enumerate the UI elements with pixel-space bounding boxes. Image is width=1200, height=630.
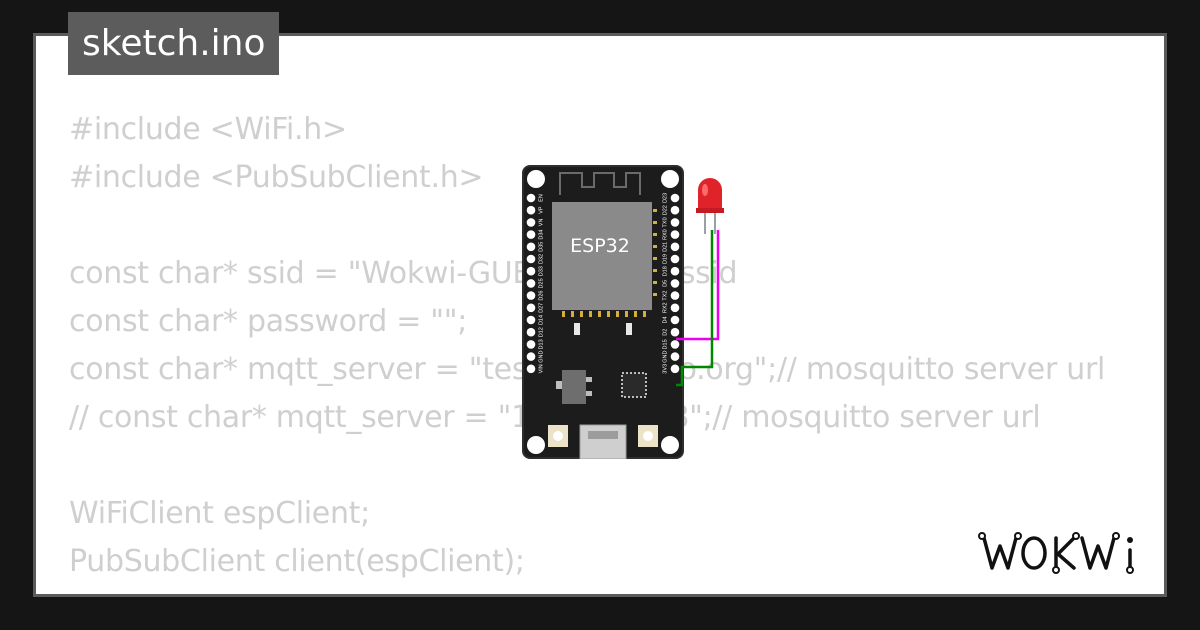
left-pin-hole[interactable]	[526, 230, 536, 239]
right-pin-label: D15	[663, 339, 669, 349]
right-pin-label: D22	[663, 205, 669, 215]
right-pin-hole[interactable]	[670, 315, 680, 325]
left-pin-hole[interactable]	[526, 364, 536, 374]
left-pin-label: EN	[539, 194, 545, 202]
left-pin-label: VIN	[539, 364, 545, 373]
left-pin-hole[interactable]	[526, 254, 536, 264]
right-pin-label: D23	[663, 193, 669, 203]
right-pin-hole[interactable]	[670, 242, 680, 252]
left-pin-hole[interactable]	[526, 266, 536, 276]
left-pin-hole[interactable]	[526, 303, 536, 313]
left-pin-label: D26	[539, 291, 545, 301]
file-tab-label: sketch.ino	[82, 23, 266, 64]
right-pin-hole[interactable]	[670, 230, 680, 239]
left-pin-hole[interactable]	[526, 279, 536, 288]
right-pin-hole[interactable]	[670, 279, 680, 288]
right-pin-label: D2	[663, 329, 669, 336]
left-pin-hole[interactable]	[526, 193, 536, 203]
right-pin-hole[interactable]	[670, 266, 680, 276]
esp32-board[interactable]: ESP32 ENVPVND34D35D32D33D25D26D27D14D12D…	[522, 165, 684, 459]
left-pin-label: VN	[539, 219, 545, 227]
code-line: #include <WiFi.h>	[69, 112, 347, 147]
chip-label: ESP32	[570, 235, 630, 257]
left-pin-label: D13	[539, 339, 545, 349]
right-pin-hole[interactable]	[670, 218, 680, 227]
left-pin-label: D35	[539, 242, 545, 252]
right-pin-hole[interactable]	[670, 364, 680, 374]
left-pin-hole[interactable]	[526, 327, 536, 337]
right-pin-label: D18	[663, 266, 669, 276]
left-pin-hole[interactable]	[526, 352, 536, 361]
left-pin-hole[interactable]	[526, 291, 536, 300]
file-tab[interactable]: sketch.ino	[68, 12, 280, 75]
right-pin-label: D4	[663, 316, 669, 323]
right-pin-label: D21	[663, 242, 669, 252]
left-pin-label: VP	[539, 206, 545, 214]
right-pin-label: RX0	[663, 229, 669, 240]
right-pin-label: TX2	[663, 291, 669, 301]
right-pin-label: GND	[663, 350, 669, 362]
right-pin-label: RX2	[663, 302, 669, 313]
left-pin-hole[interactable]	[526, 340, 536, 349]
code-line: const char* password = "";	[69, 304, 468, 339]
left-pin-label: D14	[539, 315, 545, 325]
left-pin-label: D27	[539, 303, 545, 313]
green-wire	[676, 230, 714, 387]
left-pin-label: D32	[539, 254, 545, 264]
left-pin-label: D34	[539, 230, 545, 240]
right-pin-hole[interactable]	[670, 327, 680, 337]
code-line: unsigned long lastMsg = 0;	[69, 586, 1105, 594]
left-pin-label: GND	[539, 350, 545, 362]
left-pin-hole[interactable]	[526, 242, 536, 252]
right-pin-hole[interactable]	[670, 340, 680, 349]
red-led[interactable]	[694, 174, 726, 234]
right-pin-hole[interactable]	[670, 254, 680, 264]
preview-card: #include <WiFi.h> #include <PubSubClient.…	[33, 33, 1167, 597]
right-pin-label: D5	[663, 280, 669, 287]
right-pin-hole[interactable]	[670, 291, 680, 300]
left-pin-label: D12	[539, 327, 545, 337]
right-pin-hole[interactable]	[670, 205, 680, 215]
left-pin-hole[interactable]	[526, 315, 536, 325]
code-line: PubSubClient client(espClient);	[69, 544, 525, 579]
right-pin-hole[interactable]	[670, 193, 680, 203]
wokwi-logo	[978, 532, 1134, 574]
right-pin-label: 3V3	[663, 364, 669, 374]
magenta-wire	[676, 230, 720, 341]
left-pin-label: D33	[539, 266, 545, 276]
left-pin-label: D25	[539, 278, 545, 288]
right-pin-label: D19	[663, 254, 669, 264]
left-pin-hole[interactable]	[526, 218, 536, 227]
left-pin-hole[interactable]	[526, 205, 536, 215]
code-line: WiFiClient espClient;	[69, 496, 370, 531]
code-line: #include <PubSubClient.h>	[69, 160, 484, 195]
right-pin-hole[interactable]	[670, 303, 680, 313]
led-wires	[676, 230, 720, 387]
right-pin-label: TX0	[663, 217, 669, 227]
right-pin-hole[interactable]	[670, 352, 680, 361]
code-preview: #include <WiFi.h> #include <PubSubClient.…	[69, 106, 1105, 594]
